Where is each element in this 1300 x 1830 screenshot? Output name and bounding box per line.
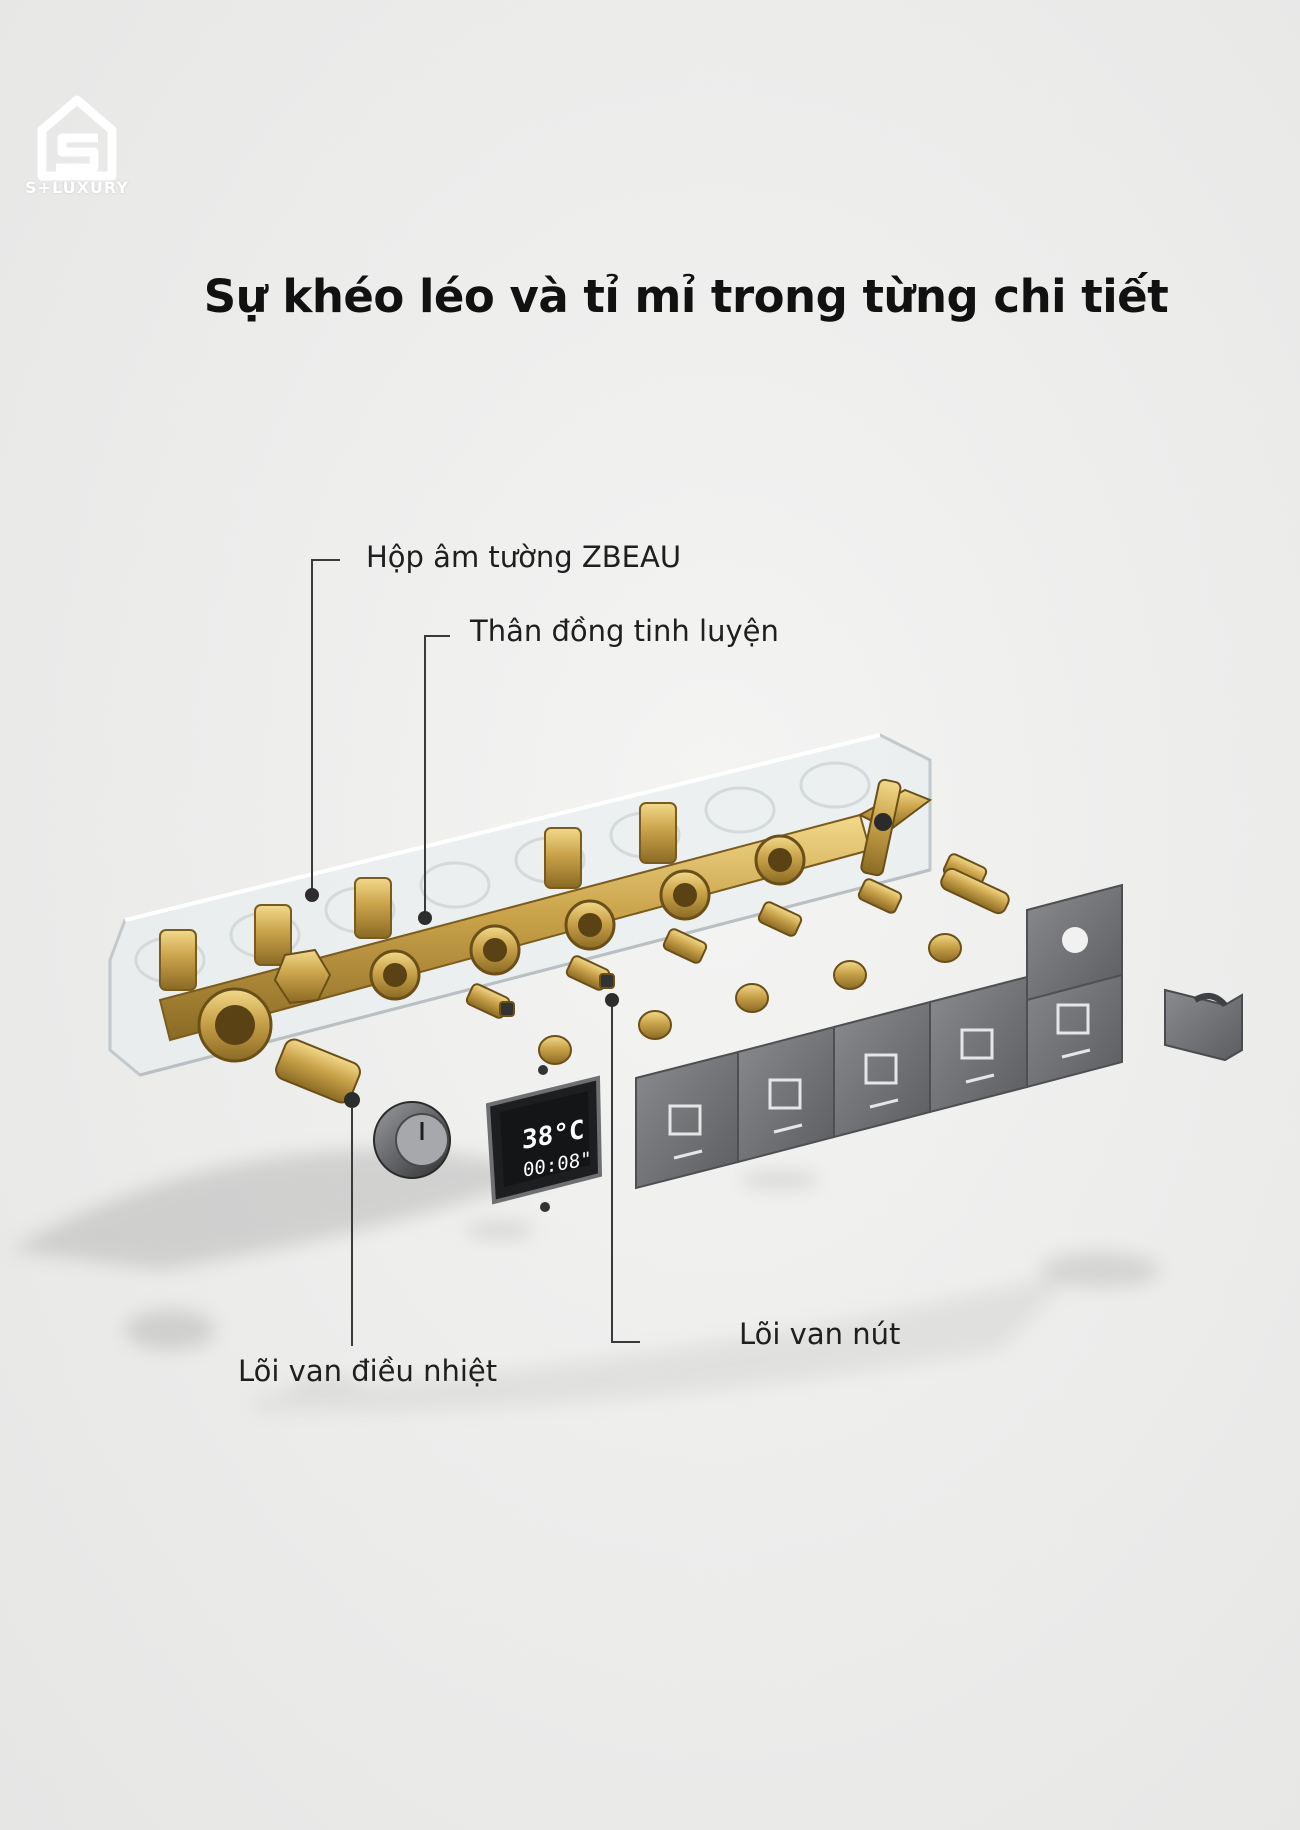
spout-icon: [960, 1028, 994, 1060]
panel-spout: [929, 975, 1028, 1114]
brass-valve-body: [158, 778, 933, 1063]
towel-rack-icon: [1056, 1003, 1090, 1035]
digital-display: 38°C 00:08": [485, 1065, 603, 1212]
thermostat-knob: [373, 1101, 451, 1179]
callout-thermostatic-cartridge: Lõi van điều nhiệt: [238, 1354, 498, 1388]
callout-brass-body: Thân đồng tinh luyện: [470, 614, 779, 648]
panel-waterfall: [737, 1025, 835, 1164]
handheld-shower-icon: [864, 1053, 898, 1085]
rain-shower-icon: [668, 1104, 702, 1136]
valve-caps: [538, 933, 962, 1065]
brand-name: S+LUXURY: [25, 178, 129, 197]
floor-shadows: [10, 1149, 1160, 1412]
panel-handheld: [833, 1000, 931, 1139]
house-s-logo-icon: [37, 95, 117, 181]
button-cartridges: [465, 853, 1010, 1019]
leader-lines: [311, 559, 640, 1346]
shower-holder: [1164, 988, 1243, 1062]
page-title: Sự khéo léo và tỉ mỉ trong từng chi tiết: [203, 270, 1169, 323]
leader-dots: [305, 888, 619, 1107]
waterfall-icon: [768, 1078, 802, 1110]
button-panels: [635, 883, 1123, 1190]
panel-rain-shower: [635, 1050, 739, 1190]
brand-logo: S+LUXURY: [14, 92, 140, 204]
callout-button-cartridge: Lõi van nút: [739, 1317, 901, 1351]
callout-concealed-box: Hộp âm tường ZBEAU: [366, 540, 682, 574]
